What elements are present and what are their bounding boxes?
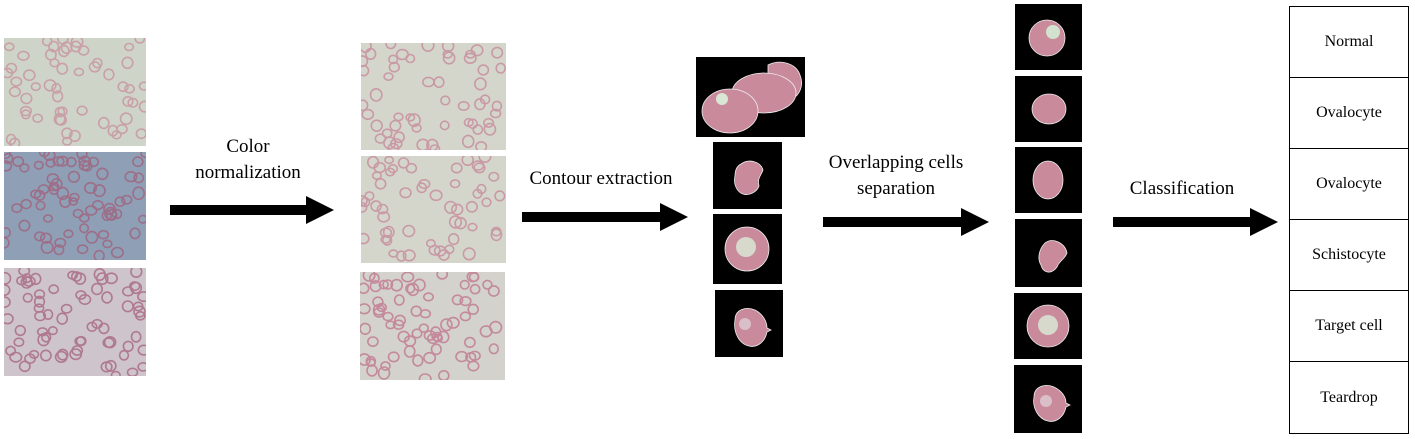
input-smear-3 bbox=[4, 268, 146, 376]
step-label-contour-extraction: Contour extraction bbox=[512, 166, 690, 192]
arrow-color-normalization bbox=[170, 196, 334, 224]
input-smear-1 bbox=[4, 38, 146, 146]
class-cell-ovalocyte: Ovalocyte bbox=[1290, 78, 1408, 149]
classification-table: Normal Ovalocyte Ovalocyte Schistocyte T… bbox=[1289, 6, 1409, 434]
label-line: normalization bbox=[195, 162, 301, 183]
separated-cell-6 bbox=[1014, 365, 1082, 433]
arrow-overlapping-cells-separation bbox=[823, 208, 989, 236]
step-label-classification: Classification bbox=[1106, 176, 1258, 202]
arrow-classification bbox=[1113, 208, 1278, 236]
class-cell-normal: Normal bbox=[1290, 7, 1408, 78]
separated-cell-1 bbox=[1015, 4, 1082, 70]
crop-cell-c bbox=[715, 290, 783, 357]
crop-overlapping-cells bbox=[696, 57, 805, 137]
class-cell-target-cell: Target cell bbox=[1290, 291, 1408, 362]
input-smear-2 bbox=[4, 152, 146, 260]
normalized-smear-3 bbox=[360, 272, 505, 380]
step-label-overlapping-cells-separation: Overlapping cells separation bbox=[810, 150, 982, 202]
step-label-color-normalization: Color normalization bbox=[178, 134, 318, 186]
label-line: Classification bbox=[1129, 178, 1235, 199]
separated-cell-3 bbox=[1015, 147, 1082, 213]
separated-cell-2 bbox=[1015, 76, 1082, 142]
label-line: separation bbox=[856, 178, 936, 199]
label-line: Overlapping cells bbox=[828, 152, 964, 173]
class-cell-schistocyte: Schistocyte bbox=[1290, 220, 1408, 291]
normalized-smear-1 bbox=[361, 43, 506, 150]
label-line: Color bbox=[226, 136, 270, 157]
crop-cell-a bbox=[713, 142, 782, 209]
class-cell-ovalocyte: Ovalocyte bbox=[1290, 149, 1408, 220]
separated-cell-5 bbox=[1014, 293, 1082, 359]
class-cell-teardrop: Teardrop bbox=[1320, 388, 1378, 406]
separated-cell-4 bbox=[1015, 219, 1082, 287]
arrow-contour-extraction bbox=[522, 203, 688, 231]
label-line: Contour extraction bbox=[529, 168, 673, 189]
crop-cell-b bbox=[713, 214, 782, 284]
normalized-smear-2 bbox=[361, 156, 506, 263]
